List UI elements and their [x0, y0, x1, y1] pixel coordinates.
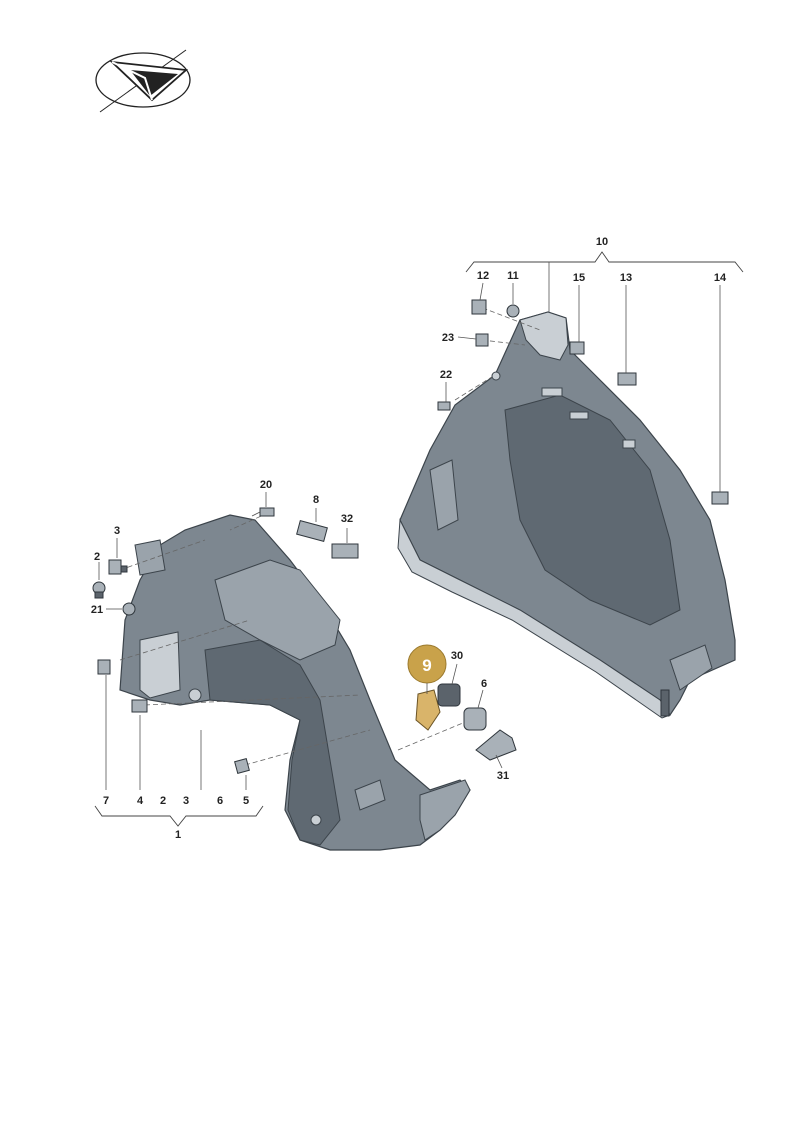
clip-4[interactable] [131, 699, 148, 713]
callout-10: 10 [596, 236, 608, 248]
clip-21[interactable] [122, 602, 136, 616]
right-trim-panel [397, 311, 736, 719]
clip-2[interactable] [92, 581, 106, 599]
clip-3[interactable] [108, 559, 128, 575]
callout-15: 15 [573, 272, 585, 284]
clip-13[interactable] [617, 372, 637, 386]
callout-11: 11 [507, 270, 519, 282]
callout-21: 21 [91, 604, 103, 616]
callout-5: 5 [243, 795, 249, 807]
left-trim-panel [119, 514, 471, 851]
callout-22: 22 [440, 369, 452, 381]
assembly-lines [119, 304, 541, 766]
callout-6b: 6 [217, 795, 223, 807]
clip-6[interactable] [463, 707, 487, 731]
clip-23[interactable] [475, 333, 489, 347]
callout-9: 9 [422, 656, 431, 675]
callout-8: 8 [313, 494, 319, 506]
callout-labels: 3 2 21 20 8 32 30 6 31 12 11 15 13 14 23… [91, 270, 727, 782]
callout-20: 20 [260, 479, 272, 491]
clip-12[interactable] [471, 299, 487, 315]
brand-logo [95, 49, 191, 113]
callout-30: 30 [451, 650, 463, 662]
clip-32[interactable] [331, 543, 359, 559]
callout-23: 23 [442, 332, 454, 344]
part-9-highlighted[interactable] [415, 689, 441, 731]
callout-2b: 2 [160, 795, 166, 807]
clip-14[interactable] [711, 491, 729, 505]
callout-9-badge: 9 [407, 644, 447, 694]
screw-22[interactable] [437, 401, 451, 411]
callout-1: 1 [175, 829, 181, 841]
callout-14: 14 [714, 272, 727, 284]
callout-7: 7 [103, 795, 109, 807]
callout-32: 32 [341, 513, 353, 525]
callout-3: 3 [114, 525, 120, 537]
leader-lines [98, 282, 721, 769]
clip-5[interactable] [234, 758, 250, 774]
clip-11[interactable] [506, 304, 520, 318]
callout-2: 2 [94, 551, 100, 563]
callout-6: 6 [481, 678, 487, 690]
clip-15[interactable] [569, 341, 585, 355]
clip-7[interactable] [97, 659, 111, 675]
group-brace-right: 10 [465, 236, 744, 312]
fasteners [92, 299, 729, 774]
callout-12: 12 [477, 270, 489, 282]
screw-20[interactable] [251, 507, 275, 517]
plug-31[interactable] [475, 729, 517, 761]
callout-3b: 3 [183, 795, 189, 807]
callout-4: 4 [137, 795, 144, 807]
clip-30[interactable] [437, 683, 461, 707]
callout-13: 13 [620, 272, 632, 284]
callout-31: 31 [497, 770, 509, 782]
clip-8[interactable] [296, 520, 328, 542]
group-brace-left: 1 7 4 2 3 6 5 [94, 675, 264, 841]
